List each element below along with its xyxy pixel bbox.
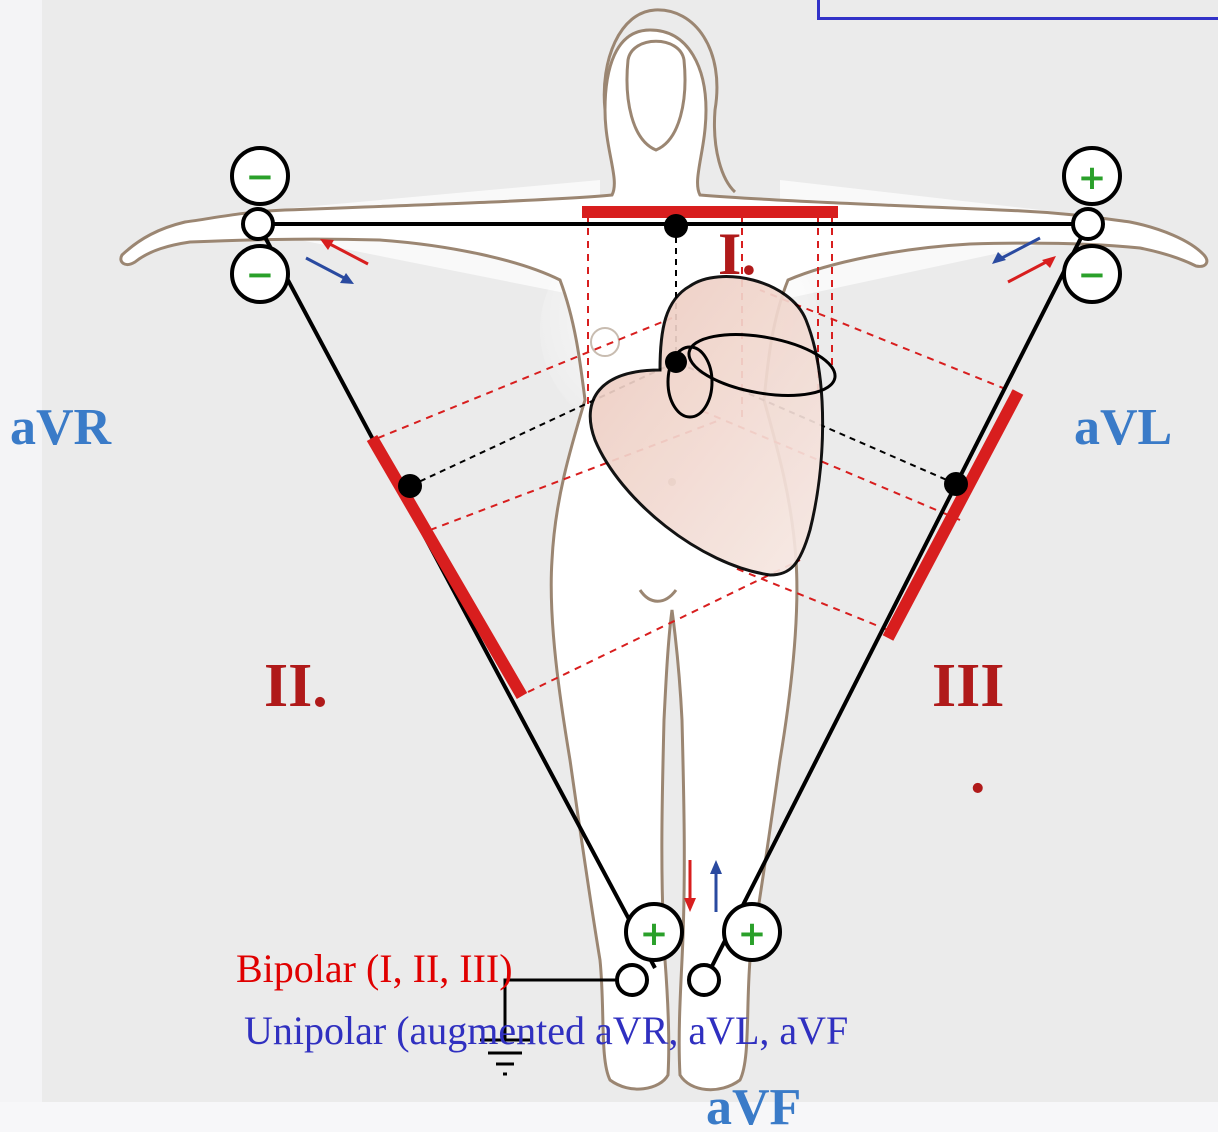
legend-bipolar: Bipolar (I, II, III): [236, 946, 513, 991]
minus-sign: −: [246, 255, 275, 295]
lead-3-projection-bar: [882, 389, 1024, 641]
label-lead-3: III: [932, 652, 1004, 720]
title-box-frame: [817, 0, 1218, 20]
plus-sign: +: [640, 914, 669, 954]
slide-bottom-margin: [0, 1102, 1218, 1132]
electrode-legs: + +: [615, 902, 782, 997]
slide-left-margin: [0, 0, 42, 1132]
label-lead-3-dot: .: [970, 738, 986, 806]
legend-unipolar: Unipolar (augmented aVR, aVL, aVF: [244, 1008, 848, 1053]
label-lead-2: II.: [264, 652, 328, 720]
label-lead-1: I.: [718, 221, 756, 287]
heart-illustration: [588, 275, 837, 577]
lead-midpoints: [398, 214, 968, 498]
minus-sign: −: [246, 157, 275, 197]
minus-sign: −: [1078, 255, 1107, 295]
heart-center-point: [665, 351, 687, 373]
electrode-left-arm: + −: [1062, 146, 1122, 304]
label-avf: aVF: [706, 1079, 801, 1132]
label-avr: aVR: [10, 399, 113, 456]
electrode-right-arm: − −: [230, 146, 290, 304]
current-arrows: [305, 236, 1056, 912]
lead-2-projection-bar: [366, 434, 528, 700]
lead-2-midpoint: [398, 474, 422, 498]
label-avl: aVL: [1074, 399, 1172, 456]
lead-1-midpoint: [664, 214, 688, 238]
plus-sign: +: [1078, 158, 1107, 198]
ground-symbol: [480, 978, 617, 1076]
plus-sign: +: [738, 914, 767, 954]
lead-3-midpoint: [944, 472, 968, 496]
lead-projection-bars: [366, 206, 1024, 700]
electrodes: − − + − + +: [230, 146, 1122, 997]
